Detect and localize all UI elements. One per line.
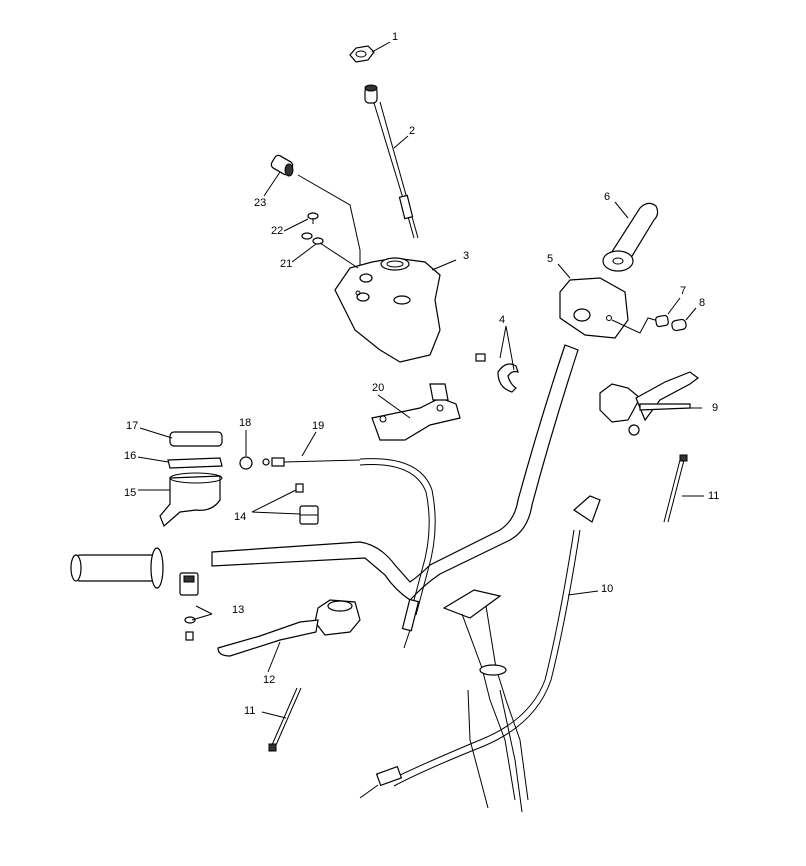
callout-8: 8 bbox=[699, 297, 706, 309]
callout-18: 18 bbox=[239, 417, 252, 429]
callout-6: 6 bbox=[604, 191, 611, 203]
left-grip bbox=[70, 547, 164, 589]
part-16-diaphragm bbox=[167, 457, 223, 469]
part-1-cap bbox=[349, 45, 375, 63]
callout-15: 15 bbox=[124, 487, 137, 499]
part-18-o-ring bbox=[239, 456, 253, 470]
part-8-sleeve bbox=[671, 318, 687, 332]
part-4-clamp bbox=[475, 353, 519, 393]
part-21-washer bbox=[301, 232, 359, 269]
callout-13: 13 bbox=[232, 604, 245, 616]
callout-9: 9 bbox=[712, 402, 719, 414]
leader-lines bbox=[137, 41, 704, 719]
callout-1: 1 bbox=[392, 31, 399, 43]
part-12-lever bbox=[217, 599, 361, 657]
callout-3: 3 bbox=[463, 250, 470, 262]
part-23-bolt bbox=[270, 154, 294, 177]
steering-column bbox=[442, 589, 529, 813]
callout-23: 23 bbox=[254, 197, 267, 209]
callout-10: 10 bbox=[601, 583, 614, 595]
part-3-reservoir bbox=[334, 257, 441, 363]
callout-14: 14 bbox=[234, 511, 247, 523]
part-15-reservoir bbox=[159, 472, 223, 528]
part-19-cable bbox=[262, 457, 436, 649]
part-14-clamp bbox=[295, 483, 319, 525]
part-22-screw bbox=[307, 212, 319, 224]
callout-16: 16 bbox=[124, 450, 137, 462]
callout-11-right: 11 bbox=[708, 490, 720, 502]
callout-4: 4 bbox=[499, 314, 506, 326]
part-9-lever bbox=[599, 371, 699, 436]
part-6-grip bbox=[602, 202, 659, 272]
callout-22: 22 bbox=[271, 225, 284, 237]
callout-21: 21 bbox=[280, 258, 293, 270]
part-20-bracket bbox=[371, 383, 461, 441]
callout-5: 5 bbox=[547, 253, 554, 265]
part-5-throttle-housing bbox=[559, 277, 629, 339]
part-13-clamp bbox=[179, 572, 199, 641]
handlebar bbox=[211, 344, 579, 601]
part-11-bolt-right bbox=[663, 454, 688, 523]
callout-11-left: 11 bbox=[244, 705, 256, 717]
callout-2: 2 bbox=[409, 125, 416, 137]
callout-12: 12 bbox=[263, 674, 276, 686]
callout-7: 7 bbox=[680, 285, 687, 297]
part-2-dipstick bbox=[364, 84, 419, 239]
callout-17: 17 bbox=[126, 420, 139, 432]
part-10-cable bbox=[359, 495, 601, 799]
callout-20: 20 bbox=[372, 382, 385, 394]
callout-19: 19 bbox=[312, 420, 325, 432]
part-17-cover bbox=[169, 431, 223, 447]
part-7-sleeve bbox=[655, 314, 669, 328]
part-11-bolt-left bbox=[268, 687, 302, 752]
